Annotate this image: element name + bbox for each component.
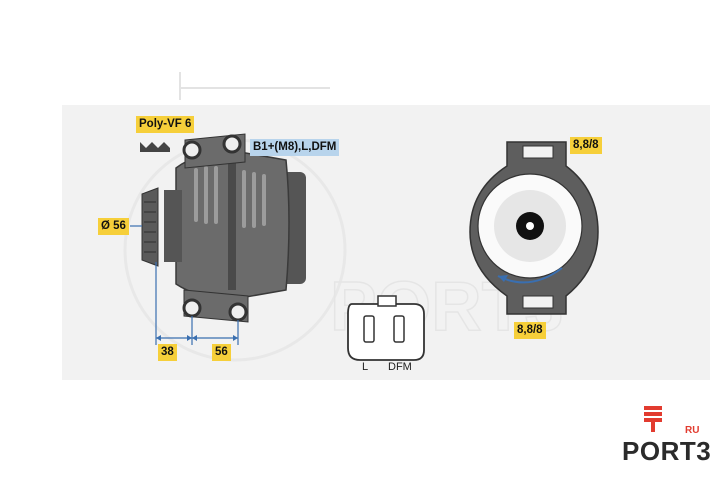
top-mount-hole-left <box>182 140 202 160</box>
top-mount-hole-right <box>222 134 242 154</box>
pulley-hub <box>164 190 182 262</box>
pin-dfm-label: DFM <box>388 361 412 373</box>
connector-key <box>377 295 397 307</box>
alternator-rear-view <box>469 141 599 315</box>
terminals-label: B1+(M8),L,DFM <box>250 139 340 156</box>
connector-pin-dfm <box>393 315 405 343</box>
pin-l-label: L <box>362 361 369 373</box>
dimension-56-label: 56 <box>212 344 231 361</box>
alternator-side-view <box>140 133 306 323</box>
mount-bottom-label: 8,8/8 <box>514 322 546 339</box>
bottom-mount-hole-left <box>182 298 202 318</box>
pulley-diameter-label: Ø 56 <box>98 218 129 235</box>
pulley-grooves <box>144 201 156 253</box>
vent-slots <box>194 166 266 228</box>
piston-logo-icon <box>644 406 662 432</box>
rear-bottom-slot <box>522 295 554 309</box>
connector-body <box>347 303 425 361</box>
logo-text: PORT3 <box>622 436 712 466</box>
dimension-lines <box>130 225 239 345</box>
connector-plug <box>347 295 425 361</box>
pulley <box>141 187 159 267</box>
dimension-38-label: 38 <box>158 344 177 361</box>
mount-top-label: 8,8/8 <box>570 137 602 154</box>
shaft-center <box>526 222 534 230</box>
rear-top-slot <box>522 145 554 159</box>
belt-profile-icon <box>140 142 170 152</box>
housing-seam <box>228 160 236 290</box>
logo-suffix: RU <box>685 425 700 436</box>
rotation-arrow-head <box>498 275 508 282</box>
belt-type-label: Poly-VF 6 <box>136 116 195 133</box>
bottom-mount-hole-right <box>228 302 248 322</box>
dimension-arrows <box>156 335 238 341</box>
connector-pin-l <box>363 315 375 343</box>
